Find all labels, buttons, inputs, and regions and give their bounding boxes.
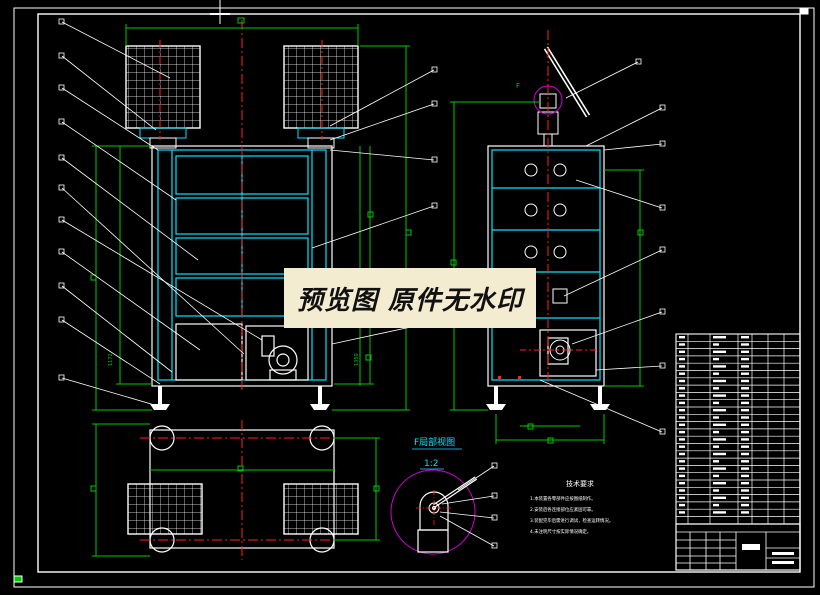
tech-requirements: 技术要求 1.本装置各零部件应按图纸制作。 2.安装后各连接部位应紧固可靠。 3…	[530, 479, 613, 535]
side-view: F	[450, 30, 666, 444]
callout-letter: F	[516, 82, 520, 90]
front-view: 1172 1350	[58, 17, 438, 411]
dimensions-front	[90, 17, 412, 411]
tech-line-2: 2.安装后各连接部位应紧固可靠。	[530, 506, 596, 513]
watermark-box: 预览图 原件无水印	[284, 268, 536, 328]
solar-panel-left	[125, 45, 201, 149]
detail-title: F局部视图	[414, 436, 455, 448]
top-view	[90, 420, 380, 560]
watermark-text: 预览图 原件无水印	[296, 285, 524, 316]
feet-front	[150, 386, 330, 410]
tech-title: 技术要求	[566, 479, 594, 488]
detail-scale: 1:2	[424, 459, 438, 469]
leader-lines-left	[58, 18, 263, 407]
dim-mid-label: 1350	[354, 353, 360, 366]
cabinet-front	[151, 145, 333, 387]
detail-f-view: F局部视图 1:2	[390, 436, 498, 555]
tech-line-4: 4.未注明尺寸按实际情况确定。	[530, 528, 591, 535]
parts-list	[675, 333, 801, 525]
tech-line-1: 1.本装置各零部件应按图纸制作。	[530, 495, 596, 502]
title-block	[675, 523, 801, 571]
drawing-frame	[13, 0, 815, 588]
dim-left-label: 1172	[108, 353, 114, 366]
solar-panel-right	[283, 45, 359, 149]
tech-line-3: 3.装配完毕后需进行调试，检查运转情况。	[530, 517, 613, 524]
